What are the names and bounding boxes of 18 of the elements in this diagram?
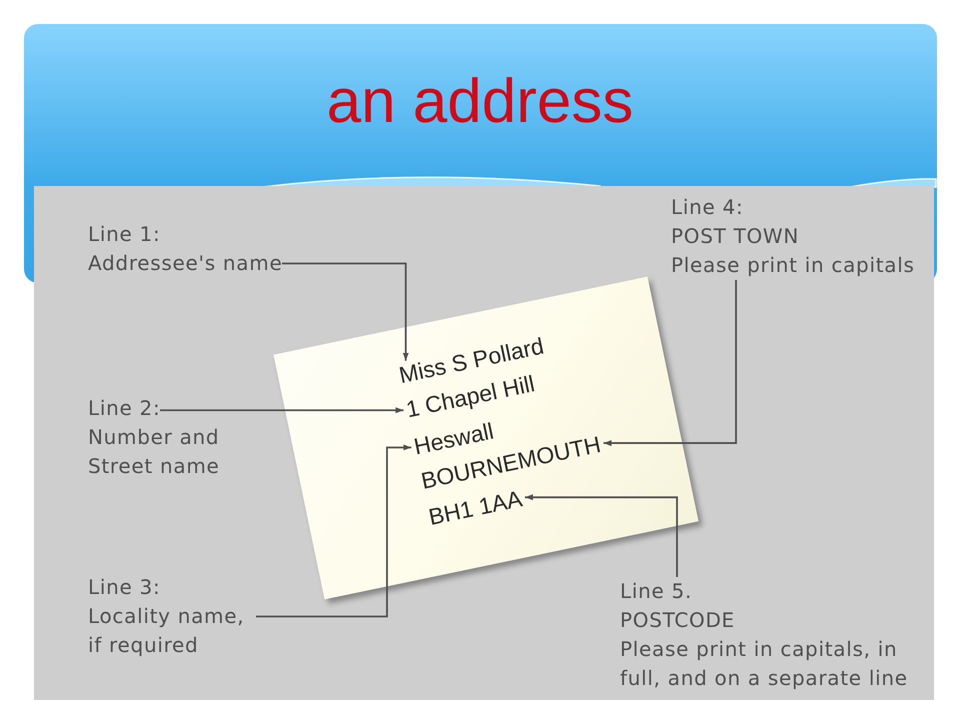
- leader-line: [160, 407, 404, 414]
- leader-line: [524, 494, 678, 577]
- callout-label: Number and Street name: [88, 424, 221, 480]
- leader-line: [256, 444, 412, 618]
- slide-title: an address: [326, 66, 634, 138]
- callout-heading: Line 4:: [671, 194, 744, 221]
- callout-label: Locality name, if required: [88, 603, 246, 659]
- callout-heading: Line 3:: [88, 574, 160, 601]
- callout-heading: Line 2:: [88, 395, 160, 422]
- callout-label: POST TOWN: [671, 223, 800, 250]
- leader-line: [604, 280, 737, 446]
- callout-label: Addressee's name: [88, 250, 282, 277]
- callout-heading: Line 5.: [620, 578, 692, 605]
- callout-label: POSTCODE: [620, 607, 735, 634]
- callout-note: Please print in capitals, in full, and on a separate line: [620, 636, 909, 692]
- leader-line: [282, 262, 409, 361]
- callout-heading: Line 1:: [88, 221, 160, 248]
- callout-note: Please print in capitals: [671, 252, 915, 279]
